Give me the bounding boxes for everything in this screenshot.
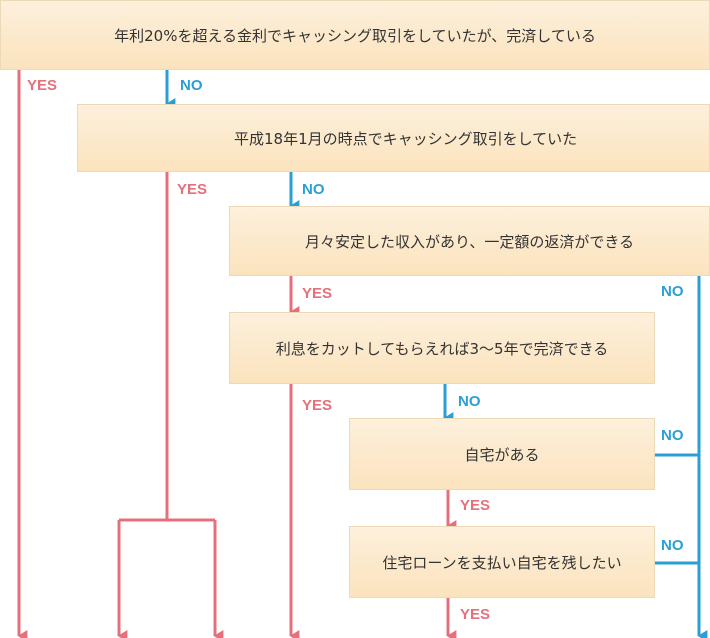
yes-label-q1: YES <box>27 77 58 94</box>
question-text-q2: 平成18年1月の時点でキャッシング取引をしていた <box>234 129 578 148</box>
yes-label-q2: YES <box>177 181 208 198</box>
question-box-q5: 自宅がある <box>349 418 655 490</box>
yes-label-q4: YES <box>302 397 333 414</box>
question-box-q6: 住宅ローンを支払い自宅を残したい <box>349 526 655 598</box>
yes-label-q5: YES <box>460 497 491 514</box>
question-box-q4: 利息をカットしてもらえれば3〜5年で完済できる <box>229 312 655 384</box>
question-text-q5: 自宅がある <box>464 445 540 464</box>
question-box-q1: 年利20%を超える金利でキャッシング取引をしていたが、完済している <box>0 0 710 70</box>
no-label-q1: NO <box>180 77 203 94</box>
question-text-q1: 年利20%を超える金利でキャッシング取引をしていたが、完済している <box>114 26 596 45</box>
yes-label-q6: YES <box>460 606 491 623</box>
no-label-q4: NO <box>458 393 481 410</box>
question-text-q3: 月々安定した収入があり、一定額の返済ができる <box>304 232 635 251</box>
question-box-q3: 月々安定した収入があり、一定額の返済ができる <box>229 206 710 276</box>
no-label-q3: NO <box>661 283 684 300</box>
question-box-q2: 平成18年1月の時点でキャッシング取引をしていた <box>77 104 710 172</box>
no-label-q2: NO <box>302 181 325 198</box>
no-label-q5: NO <box>661 427 684 444</box>
question-text-q4: 利息をカットしてもらえれば3〜5年で完済できる <box>275 339 609 358</box>
question-text-q6: 住宅ローンを支払い自宅を残したい <box>382 553 622 572</box>
no-label-q6: NO <box>661 537 684 554</box>
yes-label-q3: YES <box>302 285 333 302</box>
